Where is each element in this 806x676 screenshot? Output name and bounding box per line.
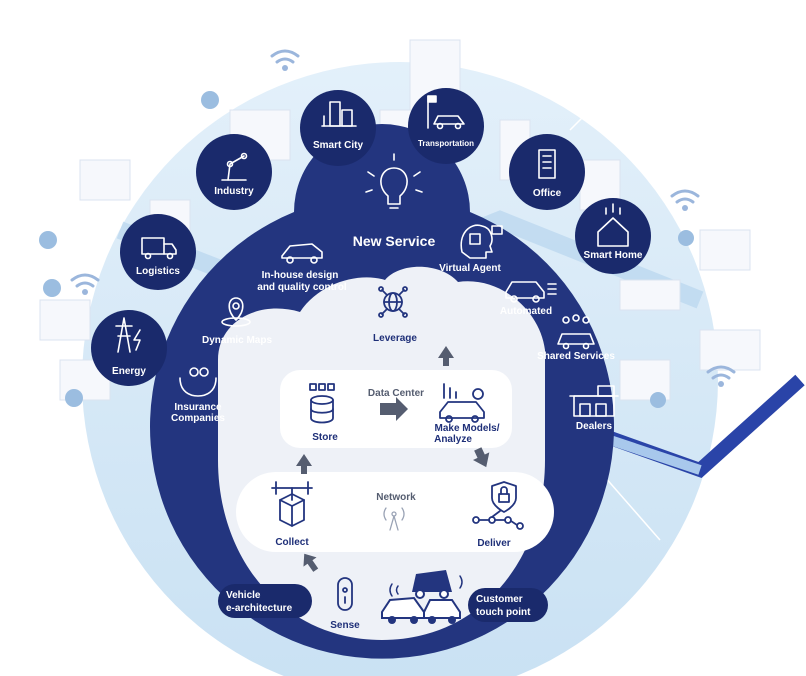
transportation-node[interactable]: Transportation (408, 88, 484, 164)
network-globe-icon (378, 286, 408, 318)
outer-services: Smart City Transportation Office Sm (91, 88, 651, 386)
office-building-icon (538, 149, 556, 179)
data-center-label: Data Center (368, 388, 424, 399)
smart-home-label: Smart Home (584, 250, 643, 261)
smart-city-node[interactable]: Smart City (300, 90, 376, 166)
customer-touchpoint-pill[interactable]: Customer touch point (468, 588, 548, 622)
robot-arm-icon (221, 152, 248, 181)
make-models-label-line1: Make Models/ (434, 423, 499, 434)
vehicle-architecture-pill[interactable]: Vehicle e-architecture (218, 584, 312, 618)
bus-stop-icon (427, 95, 465, 130)
collect-to-store-arrow (296, 454, 312, 474)
sense-item[interactable]: Sense (330, 577, 360, 631)
store-label: Store (312, 432, 338, 443)
store-item[interactable]: Store (309, 383, 338, 443)
network-label: Network (376, 492, 416, 503)
leverage-item[interactable]: Leverage (373, 286, 417, 344)
insurance-hands-icon (179, 367, 217, 397)
vehicles-group (381, 570, 463, 624)
shared-services-label: Shared Services (537, 351, 615, 362)
insurance-item[interactable]: Insurance Companies (171, 367, 225, 424)
models-to-deliver-arrow (472, 447, 490, 468)
cloud-items: Leverage Data Center Store Make Models/ … (271, 286, 524, 549)
sense-to-collect-arrow (303, 553, 319, 572)
energy-label: Energy (112, 366, 146, 377)
signal-waves-icon (389, 575, 463, 597)
analytics-car-icon (439, 383, 485, 423)
bottom-section: Vehicle e-architecture Sense (218, 570, 548, 631)
virtual-agent-item[interactable]: Virtual Agent (439, 224, 503, 274)
dealership-icon (569, 385, 619, 417)
insurance-label-line1: Insurance (174, 402, 222, 413)
collect-box-icon (271, 481, 313, 527)
deliver-label: Deliver (477, 538, 510, 549)
lightbulb-icon (365, 153, 423, 209)
map-pin-icon (221, 297, 251, 327)
automated-label: Automated (500, 306, 552, 317)
truck-icon (141, 237, 177, 260)
ring-items: In-house design and quality control Dyna… (171, 224, 619, 432)
ai-head-icon (460, 224, 503, 259)
vehicle-label-line1: Vehicle (226, 590, 261, 601)
collect-item[interactable]: Collect (271, 481, 313, 548)
dynamic-maps-item[interactable]: Dynamic Maps (202, 297, 272, 346)
car-icon-left (381, 596, 425, 624)
smart-home-icon (597, 203, 629, 247)
collect-label: Collect (275, 537, 309, 548)
car-design-icon (281, 243, 323, 264)
city-buildings-icon (321, 101, 357, 127)
customer-label-line2: touch point (476, 607, 531, 618)
new-service-title: New Service (353, 233, 436, 249)
dynamic-maps-label: Dynamic Maps (202, 335, 272, 346)
virtual-agent-label: Virtual Agent (439, 263, 501, 274)
smart-home-node[interactable]: Smart Home (575, 198, 651, 274)
new-service-header: New Service (353, 153, 436, 249)
make-models-item[interactable]: Make Models/ Analyze (434, 383, 500, 445)
logistics-label: Logistics (136, 266, 180, 277)
deliver-item[interactable]: Deliver (472, 481, 524, 549)
logistics-node[interactable]: Logistics (120, 214, 196, 290)
power-tower-icon (115, 317, 141, 353)
office-node[interactable]: Office (509, 134, 585, 210)
sensor-key-icon (337, 577, 353, 611)
shared-services-item[interactable]: Shared Services (537, 314, 615, 362)
insurance-label-line2: Companies (171, 413, 225, 424)
automated-item[interactable]: Automated (500, 281, 557, 317)
secure-network-icon (472, 481, 524, 530)
industry-node[interactable]: Industry (196, 134, 272, 210)
customer-label-line1: Customer (476, 594, 523, 605)
dealers-label: Dealers (576, 421, 613, 432)
office-label: Office (533, 188, 562, 199)
inhouse-label-line1: In-house design (262, 270, 339, 281)
models-to-leverage-arrow (438, 346, 454, 366)
energy-node[interactable]: Energy (91, 310, 167, 386)
dealers-item[interactable]: Dealers (569, 385, 619, 432)
store-to-models-arrow (380, 397, 408, 421)
shared-users-icon (557, 314, 595, 350)
industry-label: Industry (214, 186, 254, 197)
make-models-label-line2: Analyze (434, 434, 472, 445)
inhouse-label-line2: and quality control (257, 282, 347, 293)
database-icon (309, 383, 335, 424)
inhouse-design-item[interactable]: In-house design and quality control (257, 243, 347, 293)
vehicle-label-line2: e-architecture (226, 603, 293, 614)
transportation-label: Transportation (418, 139, 474, 148)
van-icon (412, 570, 452, 599)
automated-car-icon (505, 281, 557, 303)
sense-label: Sense (330, 620, 360, 631)
leverage-label: Leverage (373, 333, 417, 344)
antenna-icon (383, 507, 405, 531)
smart-city-label: Smart City (313, 140, 363, 151)
car-icon-right (423, 599, 461, 624)
